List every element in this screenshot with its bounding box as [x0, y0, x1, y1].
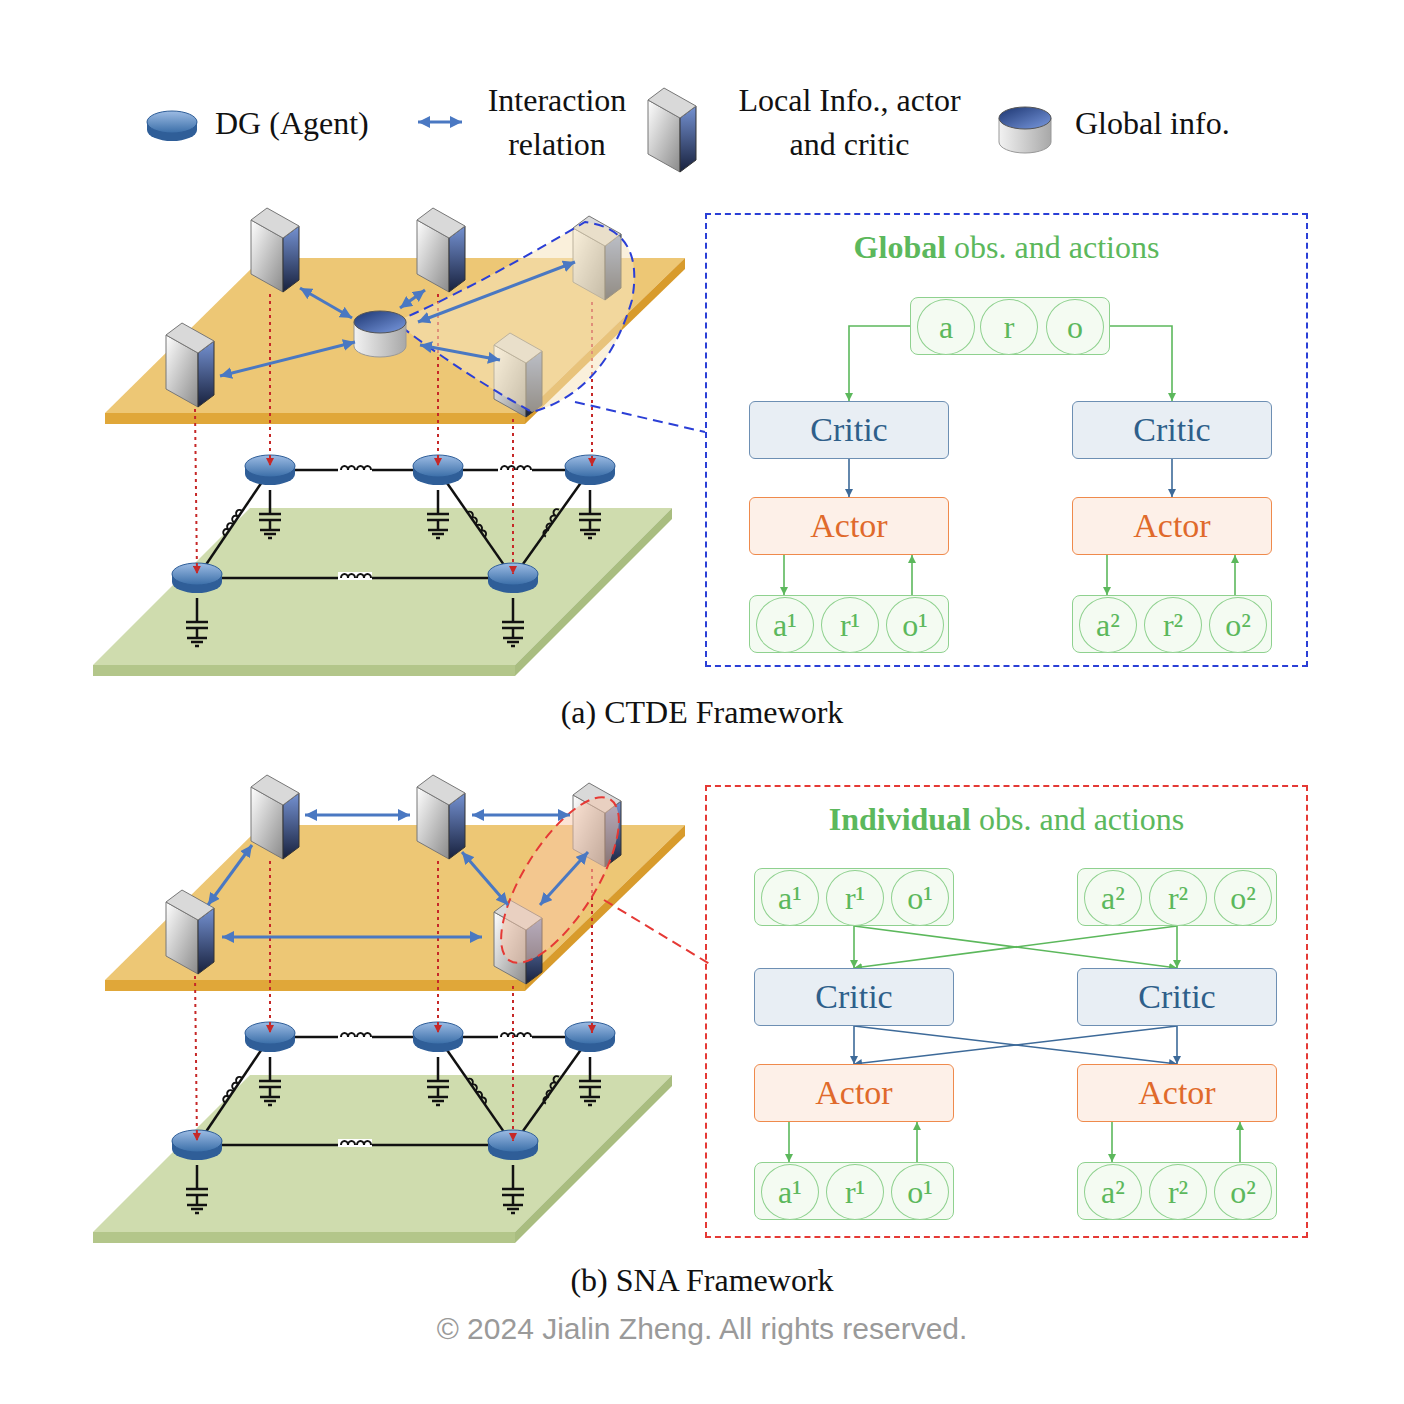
legend-text: DG (Agent) — [215, 101, 369, 145]
variable-label: a¹ — [778, 1174, 802, 1211]
box-label: Actor — [815, 1074, 892, 1112]
variable-label: r — [1004, 309, 1015, 346]
variable-label: o¹ — [907, 1174, 933, 1211]
variable-label: a¹ — [778, 880, 802, 917]
flow-arrow — [916, 1122, 918, 1162]
flow-arrow — [853, 1026, 855, 1064]
copyright-note: © 2024 Jialin Zheng. All rights reserved… — [252, 1309, 1152, 1349]
variable-circle: a² — [1084, 870, 1142, 926]
variable-label: r¹ — [840, 607, 860, 644]
variable-label: a¹ — [773, 607, 797, 644]
framework-panel: Individualobs. and actions a¹ r¹ o¹ a² r² o² Cr… — [705, 785, 1308, 1238]
box-label: Critic — [815, 978, 892, 1016]
variable-label: o — [1067, 309, 1083, 346]
variable-circle: r¹ — [826, 870, 884, 926]
box-label: Actor — [1138, 1074, 1215, 1112]
flow-arrow — [1176, 926, 1178, 968]
variable-label: r² — [1168, 1174, 1188, 1211]
variable-circle: o¹ — [891, 870, 949, 926]
tuple-group: a² r² o² — [1077, 868, 1277, 926]
variable-label: r² — [1163, 607, 1183, 644]
variable-circle: r² — [1144, 597, 1202, 653]
variable-circle: a — [917, 299, 975, 355]
variable-label: r¹ — [845, 1174, 865, 1211]
flow-arrow — [849, 326, 910, 401]
variable-label: o¹ — [902, 607, 928, 644]
legend-text: Local Info., actor and critic — [712, 78, 987, 166]
tuple-group: a¹ r¹ o¹ — [754, 868, 954, 926]
flow-arrow — [854, 1026, 1177, 1064]
variable-circle: r² — [1149, 1164, 1207, 1220]
flow-arrow — [848, 459, 850, 497]
variable-label: a² — [1101, 1174, 1125, 1211]
flow-arrow — [854, 926, 1177, 968]
box-label: Actor — [810, 507, 887, 545]
variable-label: o² — [1230, 1174, 1256, 1211]
flow-arrow — [1110, 326, 1172, 401]
flow-arrow — [1111, 1122, 1113, 1162]
flow-arrow — [1239, 1122, 1241, 1162]
critic-box: Critic — [1077, 968, 1277, 1026]
variable-label: o¹ — [907, 880, 933, 917]
variable-circle: r — [980, 299, 1038, 355]
variable-circle: o² — [1209, 597, 1267, 653]
figure-caption: (b) SNA Framework — [352, 1260, 1052, 1300]
variable-circle: a¹ — [761, 1164, 819, 1220]
variable-label: a² — [1096, 607, 1120, 644]
variable-circle: r¹ — [821, 597, 879, 653]
variable-label: r² — [1168, 880, 1188, 917]
actor-box: Actor — [754, 1064, 954, 1122]
box-label: Actor — [1133, 507, 1210, 545]
variable-circle: o¹ — [891, 1164, 949, 1220]
flow-arrow — [783, 555, 785, 595]
critic-box: Critic — [754, 968, 954, 1026]
actor-box: Actor — [1077, 1064, 1277, 1122]
flow-arrow — [1106, 555, 1108, 595]
variable-circle: r² — [1149, 870, 1207, 926]
variable-circle: o² — [1214, 1164, 1272, 1220]
legend-text: Interaction relation — [467, 78, 647, 166]
box-label: Critic — [1133, 411, 1210, 449]
variable-label: o² — [1230, 880, 1256, 917]
variable-circle: a¹ — [761, 870, 819, 926]
flow-arrow — [1176, 1026, 1178, 1064]
critic-box: Critic — [1072, 401, 1272, 459]
actor-box: Actor — [749, 497, 949, 555]
flow-arrow — [1171, 459, 1173, 497]
legend-text: Global info. — [1075, 101, 1230, 145]
variable-circle: a¹ — [756, 597, 814, 653]
tuple-group: a² r² o² — [1072, 595, 1272, 653]
flow-arrow — [854, 926, 1177, 968]
actor-box: Actor — [1072, 497, 1272, 555]
variable-circle: o² — [1214, 870, 1272, 926]
tuple-group: aro — [910, 297, 1110, 355]
variable-circle: o — [1046, 299, 1104, 355]
tuple-group: a¹ r¹ o¹ — [754, 1162, 954, 1220]
variable-circle: r¹ — [826, 1164, 884, 1220]
variable-label: o² — [1225, 607, 1251, 644]
flow-arrow — [911, 555, 913, 595]
figure-caption: (a) CTDE Framework — [352, 692, 1052, 732]
variable-label: a — [939, 309, 953, 346]
flow-arrow — [1234, 555, 1236, 595]
panel-title: obs. and actions — [979, 801, 1184, 837]
panel-title: Individual — [829, 801, 971, 837]
variable-label: r¹ — [845, 880, 865, 917]
flow-arrow — [854, 1026, 1177, 1064]
box-label: Critic — [810, 411, 887, 449]
variable-label: a² — [1101, 880, 1125, 917]
critic-box: Critic — [749, 401, 949, 459]
variable-circle: o¹ — [886, 597, 944, 653]
tuple-group: a² r² o² — [1077, 1162, 1277, 1220]
tuple-group: a¹ r¹ o¹ — [749, 595, 949, 653]
panel-title: obs. and actions — [954, 229, 1159, 265]
variable-circle: a² — [1084, 1164, 1142, 1220]
flow-arrow — [788, 1122, 790, 1162]
framework-panel: Globalobs. and actions a r oCritic CriticAct… — [705, 213, 1308, 667]
flow-arrow — [853, 926, 855, 968]
box-label: Critic — [1138, 978, 1215, 1016]
panel-title: Global — [854, 229, 946, 265]
variable-circle: a² — [1079, 597, 1137, 653]
